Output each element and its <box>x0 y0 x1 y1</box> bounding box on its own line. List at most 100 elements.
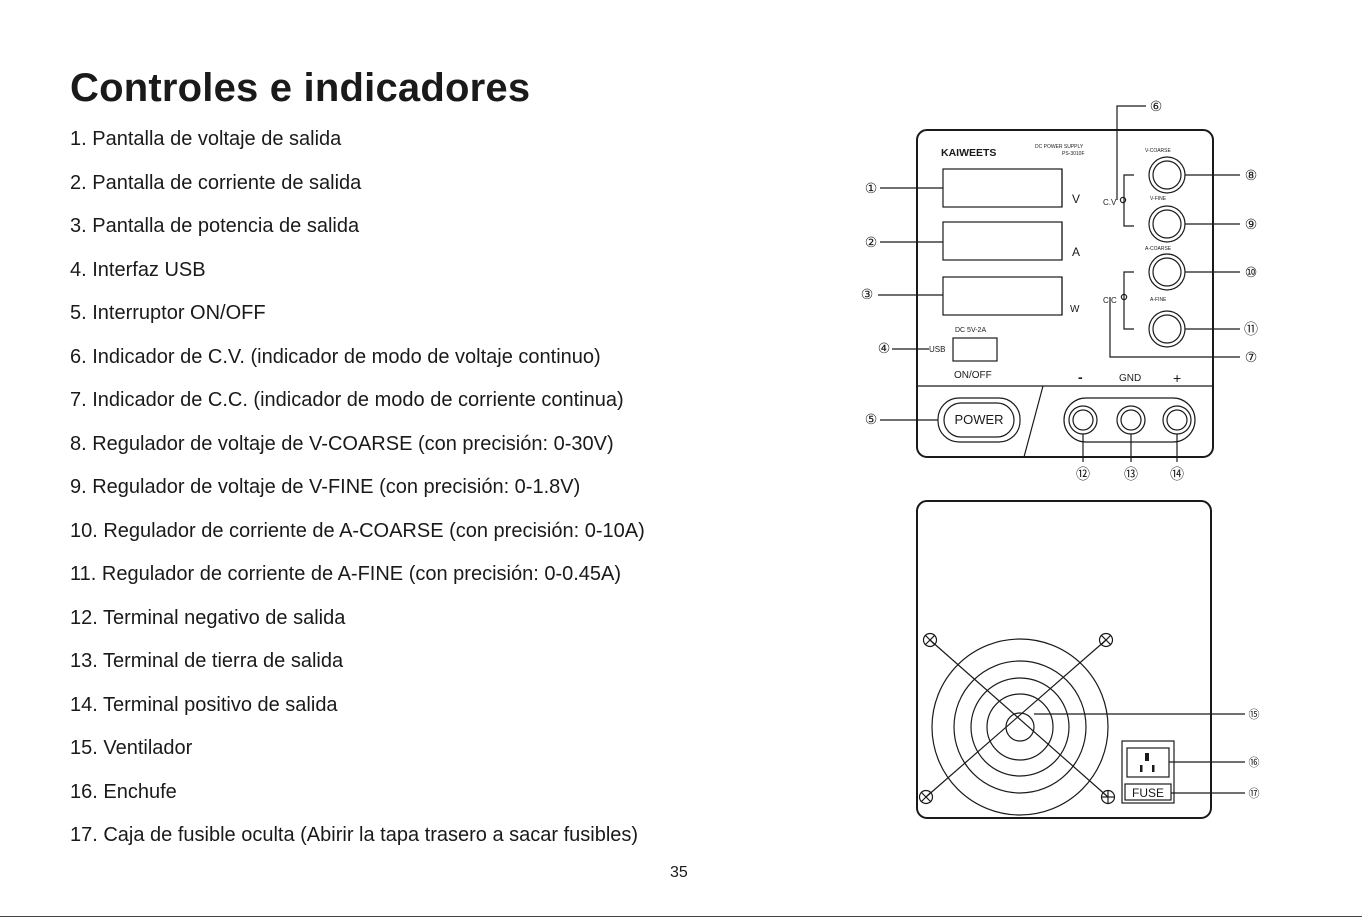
current-display <box>942 221 1063 261</box>
usb-port <box>952 337 998 362</box>
list-item: 9. Regulador de voltaje de V-FINE (con p… <box>70 476 581 498</box>
power-socket <box>1126 747 1170 778</box>
front-callouts: ① ② ③ ④ ⑤ ⑥ ⑦ ⑧ ⑨ ⑩ ⑪ ⑫ ⑬ ⑭ <box>861 98 1258 482</box>
voltage-display <box>942 168 1063 208</box>
leader-7 <box>1109 297 1240 358</box>
list-item: 1. Pantalla de voltaje de salida <box>70 128 342 150</box>
callout-10: ⑩ <box>1245 264 1258 280</box>
negative-terminal <box>1072 409 1094 431</box>
brand-logo: KAIWEETS <box>941 147 996 159</box>
fuse-box <box>1124 783 1172 801</box>
callout-6: ⑥ <box>1150 98 1163 114</box>
a-fine-knob <box>1152 314 1182 344</box>
list-item: 12. Terminal negativo de salida <box>70 606 346 629</box>
screw-icon <box>1100 789 1116 805</box>
cv-indicator <box>1119 196 1127 204</box>
callout-16: ⑯ <box>1249 756 1260 769</box>
cv-label: C.V <box>1103 198 1117 207</box>
fan-guard-strut-1 <box>929 639 1109 798</box>
screw-icon <box>918 789 934 805</box>
positive-terminal <box>1166 409 1188 431</box>
callout-7: ⑦ <box>1245 349 1258 365</box>
list-item: 11. Regulador de corriente de A-FINE (co… <box>70 563 622 585</box>
usb-label: USB <box>929 345 945 354</box>
power-button-label: POWER <box>954 412 1003 427</box>
callout-13: ⑬ <box>1124 466 1138 482</box>
model-line-2: PS-3010F <box>1062 151 1085 157</box>
list-item: 5. Interruptor ON/OFF <box>70 302 266 324</box>
list-item: 13. Terminal de tierra de salida <box>70 650 344 672</box>
a-coarse-knob-outer <box>1148 253 1186 291</box>
unit-a-label: A <box>1072 245 1080 259</box>
cc-bracket <box>1123 271 1134 330</box>
callout-12: ⑫ <box>1076 466 1090 482</box>
list-item: 8. Regulador de voltaje de V-COARSE (con… <box>70 432 614 455</box>
v-fine-knob <box>1152 209 1182 239</box>
unit-w-label: W <box>1070 304 1080 315</box>
rear-panel: FUSE <box>916 500 1212 819</box>
list-item: 16. Enchufe <box>70 780 177 803</box>
list-item: 14. Terminal positivo de salida <box>70 693 338 716</box>
front-panel: KAIWEETS DC POWER SUPPLY PS-3010F V A W … <box>916 129 1214 458</box>
callout-15: ⑮ <box>1249 708 1260 721</box>
v-coarse-label: V-COARSE <box>1145 148 1172 154</box>
list-item: 6. Indicador de C.V. (indicador de modo … <box>70 345 601 368</box>
a-coarse-knob <box>1152 257 1182 287</box>
cv-bracket <box>1123 174 1134 227</box>
model-line-1: DC POWER SUPPLY <box>1035 144 1084 150</box>
list-item: 15. Ventilador <box>70 737 193 759</box>
rear-callouts: ⑮ ⑯ ⑰ <box>1249 708 1260 800</box>
callout-1: ① <box>865 180 878 196</box>
fan-guard-strut-2 <box>925 639 1107 798</box>
fan-ring-4 <box>986 693 1054 761</box>
list-item: 17. Caja de fusible oculta (Abirir la ta… <box>70 824 639 846</box>
callout-8: ⑧ <box>1245 167 1258 183</box>
callout-11: ⑪ <box>1244 321 1258 337</box>
plus-label: + <box>1173 370 1181 386</box>
socket-pin-right <box>1152 765 1155 772</box>
front-leader-lines <box>878 105 1240 462</box>
fan-ring-1 <box>931 638 1109 816</box>
power-display <box>942 276 1063 316</box>
list-item: 3. Pantalla de potencia de salida <box>70 215 360 237</box>
panel-slant-divider <box>1023 385 1044 458</box>
a-coarse-label: A-COARSE <box>1145 246 1172 252</box>
controls-list: 1. Pantalla de voltaje de salida 2. Pant… <box>70 118 645 858</box>
rear-panel-frame <box>916 500 1212 819</box>
socket-housing <box>1121 740 1175 804</box>
fuse-label: FUSE <box>1132 786 1164 800</box>
fan-ring-3 <box>970 677 1070 777</box>
unit-v-label: V <box>1072 192 1080 206</box>
page-number: 35 <box>670 864 688 881</box>
callout-3: ③ <box>861 286 874 302</box>
screw-icon <box>922 632 938 648</box>
terminal-block <box>1063 397 1196 443</box>
power-button <box>943 402 1015 438</box>
power-supply-diagram: KAIWEETS DC POWER SUPPLY PS-3010F V A W … <box>861 98 1260 819</box>
rear-leader-lines <box>1034 713 1245 794</box>
callout-5: ⑤ <box>865 411 878 427</box>
page-title: Controles e indicadores <box>70 66 531 110</box>
v-coarse-knob-outer <box>1148 156 1186 194</box>
callout-2: ② <box>865 234 878 250</box>
list-item: 10. Regulador de corriente de A-COARSE (… <box>70 519 645 542</box>
socket-pin-ground <box>1145 753 1149 761</box>
minus-label: - <box>1078 369 1083 385</box>
bottom-rule <box>0 916 1362 917</box>
callout-17: ⑰ <box>1249 787 1260 800</box>
list-item: 4. Interfaz USB <box>70 258 206 281</box>
usb-rating-label: DC 5V-2A <box>955 327 986 334</box>
front-panel-frame <box>916 129 1214 458</box>
ground-terminal <box>1120 409 1142 431</box>
callout-9: ⑨ <box>1245 216 1258 232</box>
a-fine-label: A-FINE <box>1150 297 1167 303</box>
leader-6 <box>1116 105 1146 200</box>
fan-hub <box>1005 712 1035 742</box>
socket-pin-left <box>1140 765 1143 772</box>
v-coarse-knob <box>1152 160 1182 190</box>
v-fine-knob-outer <box>1148 205 1186 243</box>
fan-ring-2 <box>953 660 1087 794</box>
onoff-label: ON/OFF <box>954 370 992 381</box>
callout-4: ④ <box>878 340 891 356</box>
list-item: 2. Pantalla de corriente de salida <box>70 171 362 194</box>
